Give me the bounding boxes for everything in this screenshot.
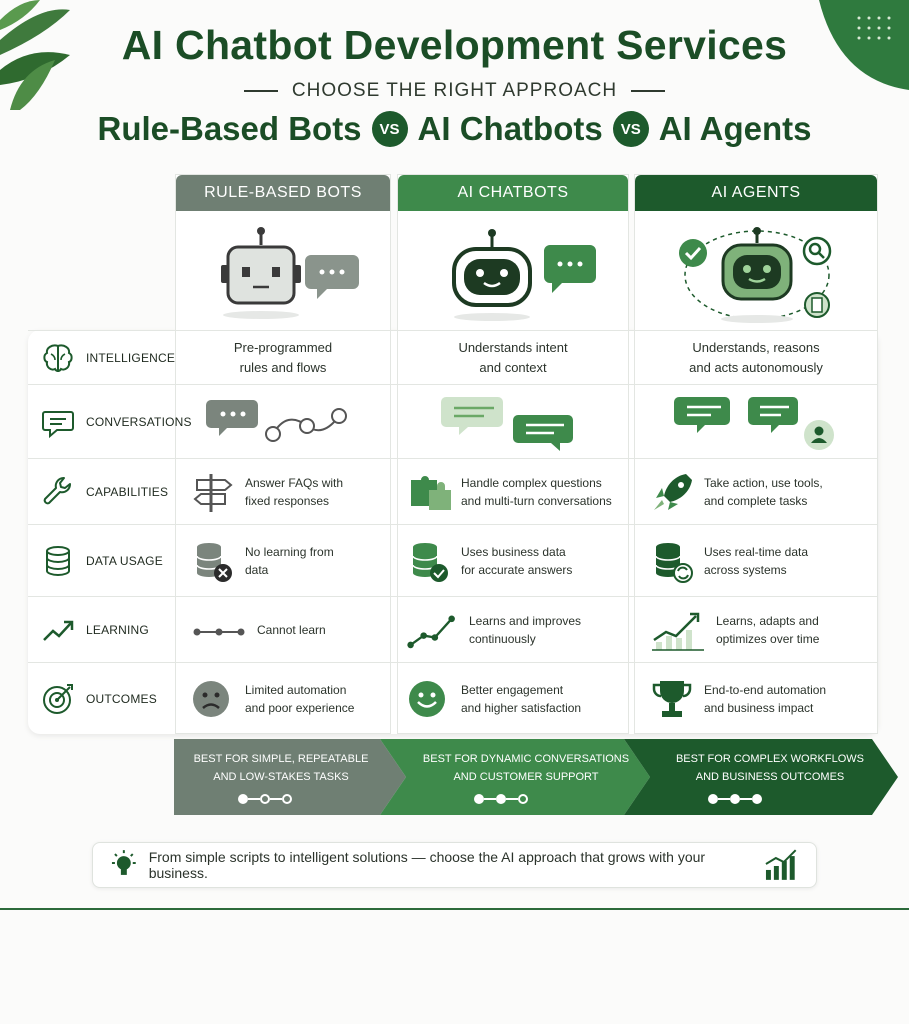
level-dot <box>730 794 740 804</box>
sad-face-icon <box>193 680 229 717</box>
column-rule-based: RULE-BASED BOTS <box>175 174 391 734</box>
column-header: AI AGENTS <box>635 175 877 211</box>
divider <box>243 90 278 92</box>
row-label: CONVERSATIONS <box>86 414 192 429</box>
level-indicator <box>238 794 292 804</box>
row-label: OUTCOMES <box>86 691 157 706</box>
cell-text: Handle complex questions and multi-turn … <box>461 475 612 508</box>
best-for-ai-agents: BEST FOR COMPLEX WORKFLOWS AND BUSINESS … <box>675 753 865 783</box>
growth-chart-icon <box>652 612 704 651</box>
column-ai-agents: AI AGENTS <box>634 174 878 734</box>
cell-text: End-to-end automation and business impac… <box>704 682 827 715</box>
row-data-usage: DATA USAGE No learning from data Uses bu… <box>28 524 878 596</box>
best-for-strip: BEST FOR SIMPLE, REPEATABLE AND LOW-STAK… <box>174 739 898 815</box>
subtitle: CHOOSE THE RIGHT APPROACH <box>291 80 618 101</box>
level-connector <box>270 798 282 800</box>
vs-badge: VS <box>371 111 408 147</box>
cell-text: Cannot learn <box>257 622 326 637</box>
cell-text: Uses real-time data across systems <box>704 544 809 577</box>
level-dot <box>496 794 506 804</box>
row-label: LEARNING <box>86 622 149 637</box>
rule-bot-icon <box>221 227 359 319</box>
level-connector <box>248 798 260 800</box>
cell-text: Uses business data for accurate answers <box>461 544 573 577</box>
database-sync-icon <box>655 542 693 583</box>
database-blocked-icon <box>196 542 232 582</box>
compare-ai-chatbots: AI Chatbots <box>417 110 603 147</box>
target-icon <box>43 683 73 714</box>
cell-text: Understands, reasons and acts autonomous… <box>689 340 823 375</box>
level-connector <box>484 798 496 800</box>
page-title: AI Chatbot Development Services <box>121 22 788 68</box>
cell-text: Pre-programmed rules and flows <box>233 340 333 375</box>
chat-conversation-icon <box>441 396 573 451</box>
vs-badge: VS <box>612 111 649 147</box>
leaf-decoration-icon <box>0 0 70 110</box>
rocket-icon <box>654 473 692 510</box>
comparison-heading: Rule-Based Bots VS AI Chatbots VS AI Age… <box>0 110 909 148</box>
wrench-icon <box>43 476 71 504</box>
trophy-icon <box>652 680 692 717</box>
lightbulb-icon <box>111 850 136 875</box>
level-connector <box>740 798 752 800</box>
footer-text: From simple scripts to intelligent solut… <box>148 849 706 881</box>
cell-text: No learning from data <box>245 544 334 577</box>
row-capabilities: CAPABILITIES Answer FAQs with fixed resp… <box>28 458 878 524</box>
level-dot <box>518 794 528 804</box>
happy-face-icon <box>409 680 445 717</box>
row-intelligence: INTELLIGENCE Pre-programmed rules and fl… <box>28 330 878 384</box>
row-label: CAPABILITIES <box>86 484 169 499</box>
divider <box>631 90 666 92</box>
chat-bubble-icon <box>42 410 74 438</box>
agent-icon <box>679 227 832 323</box>
cell-text: Understands intent and context <box>458 340 568 375</box>
cell-text: Learns and improves continuously <box>469 613 582 646</box>
column-ai-chatbots: AI CHATBOTS <box>397 174 629 734</box>
bottom-divider <box>0 908 909 910</box>
best-for-ai-chatbots: BEST FOR DYNAMIC CONVERSATIONS AND CUSTO… <box>422 753 630 783</box>
level-dot <box>474 794 484 804</box>
puzzle-icon <box>411 475 451 510</box>
subtitle-row: CHOOSE THE RIGHT APPROACH <box>0 80 909 102</box>
column-header: RULE-BASED BOTS <box>176 175 390 211</box>
cell-text: Limited automation and poor experience <box>245 682 355 715</box>
level-indicator <box>708 794 762 804</box>
row-outcomes: OUTCOMES Limited automation and poor exp… <box>28 662 878 734</box>
cell-text: Answer FAQs with fixed responses <box>245 475 344 508</box>
level-connector <box>718 798 730 800</box>
flat-line-icon <box>193 628 245 635</box>
column-header: AI CHATBOTS <box>398 175 628 211</box>
chevron-arrows-icon <box>174 739 898 815</box>
level-dot <box>282 794 292 804</box>
compare-rule-based: Rule-Based Bots <box>97 110 362 147</box>
chatbot-icon <box>452 229 596 321</box>
scripted-flow-icon <box>206 399 347 442</box>
comparison-table: RULE-BASED BOTS AI CHATBOTS <box>28 174 878 734</box>
row-label: DATA USAGE <box>86 553 163 568</box>
cell-text: Better engagement and higher satisfactio… <box>461 682 582 715</box>
agent-conversation-icon <box>674 396 834 450</box>
level-dot <box>752 794 762 804</box>
level-dot <box>260 794 270 804</box>
brain-icon <box>43 344 73 372</box>
signpost-icon <box>193 473 233 512</box>
footer-banner: From simple scripts to intelligent solut… <box>92 842 817 888</box>
corner-decoration-icon <box>819 0 909 90</box>
database-check-icon <box>412 542 448 582</box>
growth-line-icon <box>407 615 455 648</box>
row-learning: LEARNING Cannot learn Learns and improve… <box>28 596 878 662</box>
database-icon <box>46 545 70 576</box>
trend-up-icon <box>43 620 74 641</box>
level-dot <box>238 794 248 804</box>
compare-ai-agents: AI Agents <box>658 110 812 147</box>
level-connector <box>506 798 518 800</box>
bar-growth-icon <box>765 849 797 880</box>
cell-text: Take action, use tools, and complete tas… <box>704 475 823 508</box>
row-conversations: CONVERSATIONS <box>28 384 878 458</box>
level-indicator <box>474 794 528 804</box>
cell-text: Learns, adapts and optimizes over time <box>716 613 820 646</box>
best-for-rule-based: BEST FOR SIMPLE, REPEATABLE AND LOW-STAK… <box>193 753 369 783</box>
level-dot <box>708 794 718 804</box>
row-label: INTELLIGENCE <box>86 350 176 365</box>
